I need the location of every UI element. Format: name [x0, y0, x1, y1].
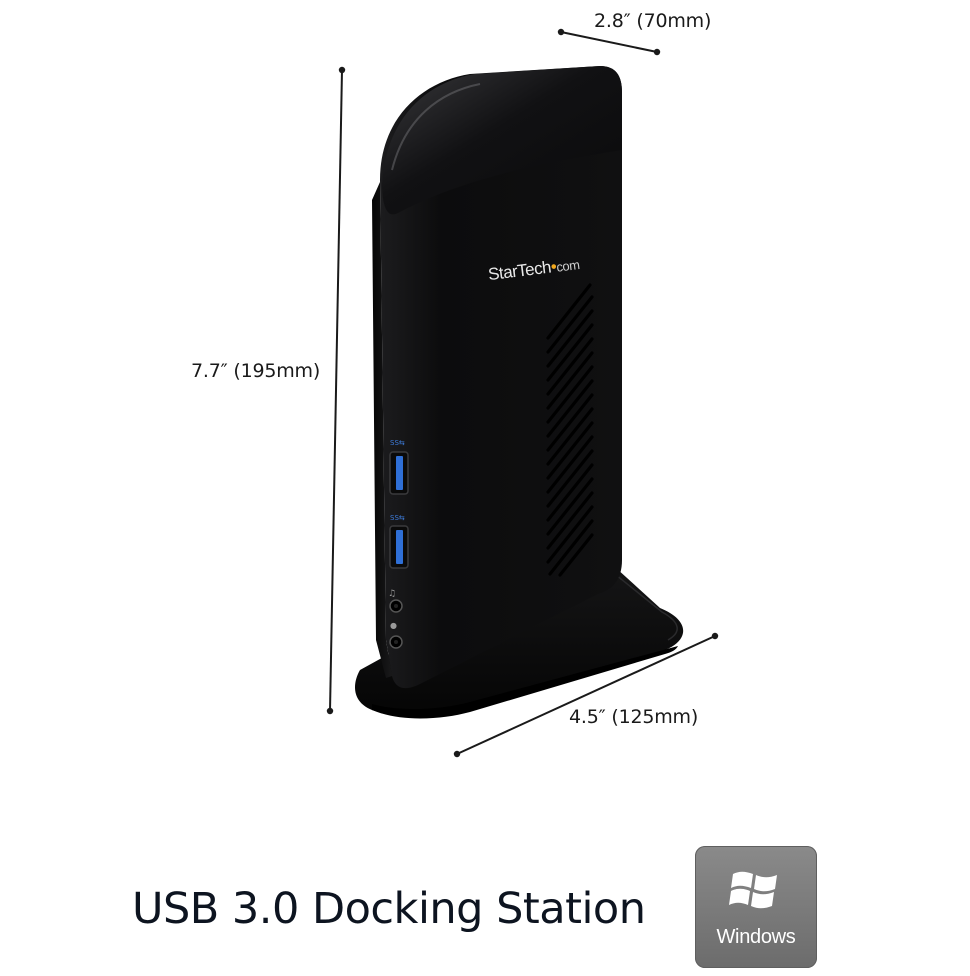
svg-text:SS⇆: SS⇆ [390, 439, 405, 447]
depth-dimension-label: 2.8″ (70mm) [594, 10, 712, 32]
width-dimension-label: 4.5″ (125mm) [569, 706, 699, 728]
windows-compatibility-badge: Windows [695, 846, 817, 968]
usb-port-2: SS⇆ [389, 514, 409, 569]
microphone-jack: ● [389, 621, 403, 649]
svg-text:●: ● [390, 621, 397, 630]
product-title: USB 3.0 Docking Station [132, 884, 646, 934]
svg-text:SS⇆: SS⇆ [390, 514, 405, 522]
usb-port-1: SS⇆ [389, 439, 409, 495]
vent-grille [546, 283, 594, 577]
height-dimension-line [326, 66, 346, 715]
windows-label: Windows [716, 926, 796, 948]
depth-dimension-line [557, 28, 661, 56]
height-dimension-label: 7.7″ (195mm) [191, 360, 321, 382]
windows-logo-icon [729, 871, 777, 909]
width-dimension-line [453, 632, 719, 758]
device-stand [355, 558, 684, 719]
device-body: SS⇆ SS⇆ ♫ ● StarTech•com [372, 66, 622, 689]
svg-text:♫: ♫ [388, 589, 396, 599]
headphone-jack: ♫ [388, 589, 403, 613]
